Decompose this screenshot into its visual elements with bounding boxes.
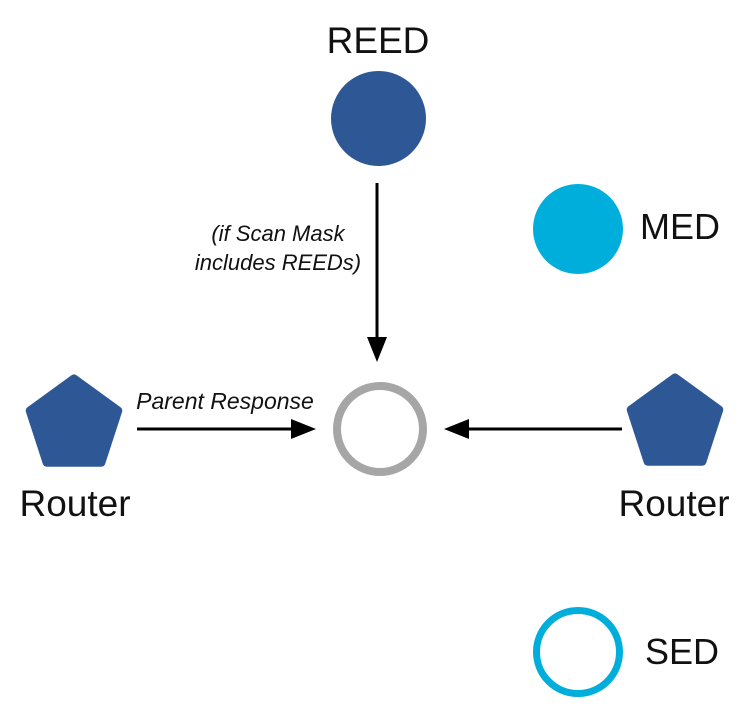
med-label: MED [640,206,720,247]
sed-label: SED [645,631,720,672]
sed-node-circle [533,607,623,697]
router-right-label: Router [618,483,730,524]
joining-device-node-circle [333,382,427,476]
reed-to-center-arrowhead-icon [367,337,387,362]
med-node-circle [533,184,623,274]
parent-response-label: Parent Response [136,388,314,414]
router-left-label: Router [19,483,131,524]
reed-node-circle [331,71,426,166]
scan-mask-note: (if Scan Mask includes REEDs) [194,221,362,276]
router-left-to-center-arrowhead-icon [291,419,316,439]
reed-label: REED [326,20,430,61]
router-left-pentagon [25,374,123,467]
router-right-to-center-arrowhead-icon [444,419,469,439]
router-right-pentagon [626,373,724,466]
